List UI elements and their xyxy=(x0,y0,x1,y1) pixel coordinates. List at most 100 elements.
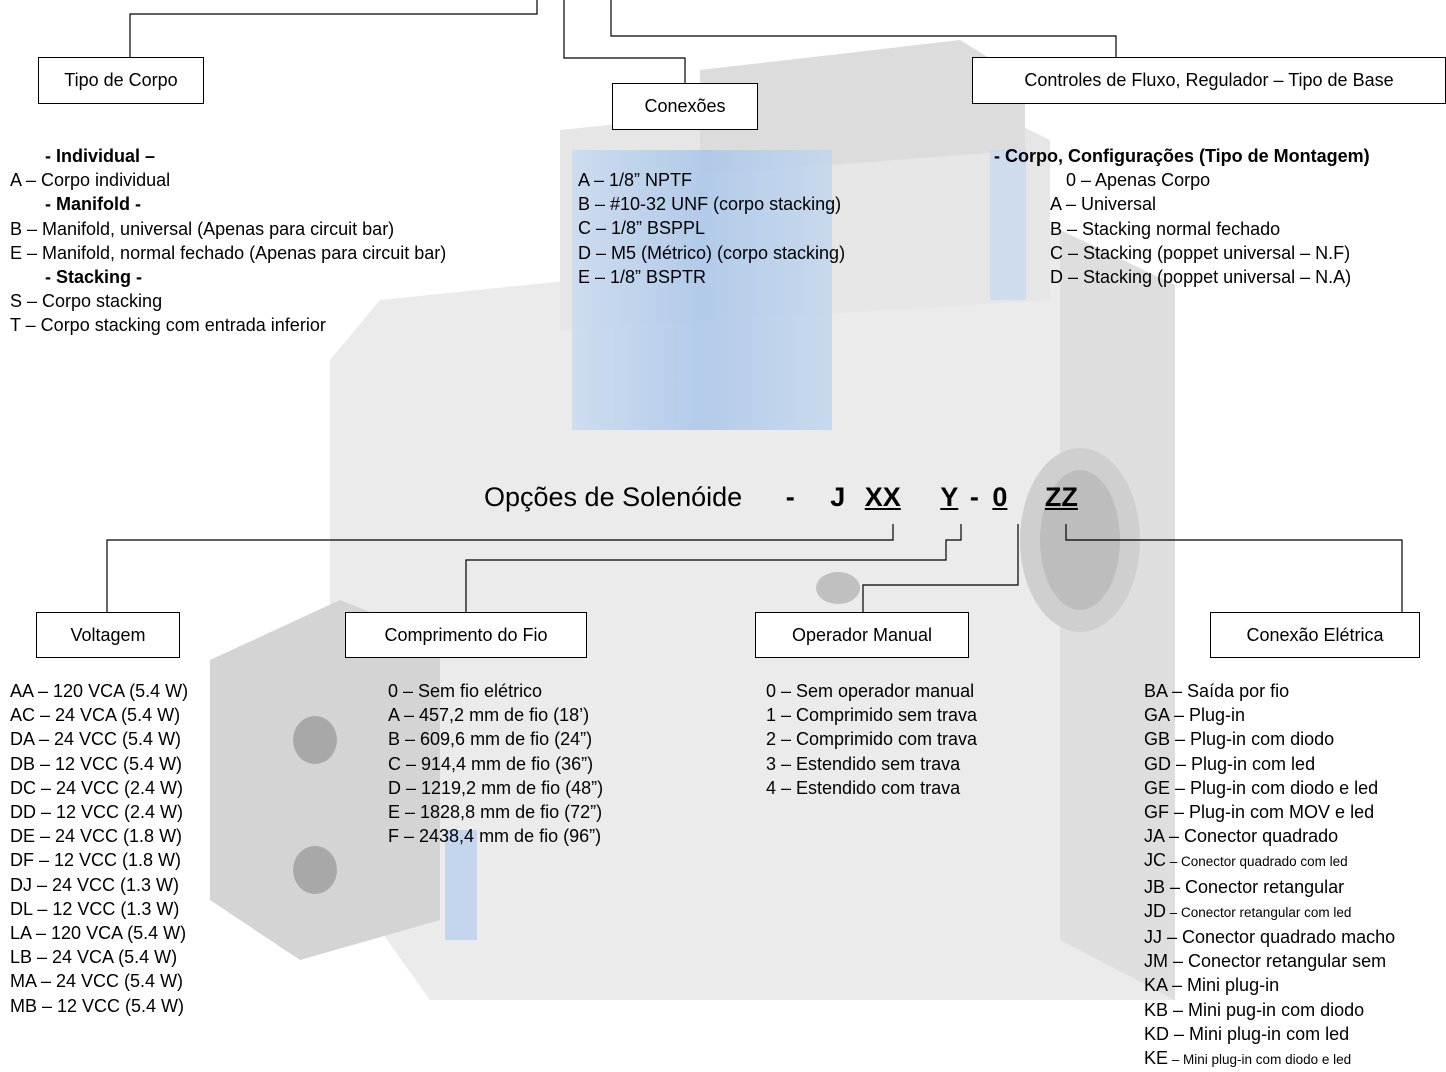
list-item-text: Saída por fio xyxy=(1187,681,1290,701)
list-item-text: Conector retangular com led xyxy=(1181,904,1352,920)
list-item-code: KA xyxy=(1144,975,1168,996)
tipo-corpo-list: - Individual – A – Corpo individual - Ma… xyxy=(10,144,446,338)
list-item-code: JM xyxy=(1144,951,1168,972)
solenoid-zz: ZZ xyxy=(1044,482,1078,512)
list-item: 0 – Sem operador manual xyxy=(766,681,975,701)
solenoid-xx: XX xyxy=(864,482,901,512)
list-item-code: KE xyxy=(1144,1048,1169,1069)
list-item: D – 1219,2 mm de fio (48”) xyxy=(388,777,604,798)
list-item-code: KB xyxy=(1144,999,1169,1020)
list-item: D – Stacking (poppet universal – N.A) xyxy=(1050,267,1352,288)
list-item-text: Conector retangular xyxy=(1185,876,1345,897)
list-item: B – Manifold, universal (Apenas para cir… xyxy=(10,218,395,239)
conexoes-list: A – 1/8” NPTF B – #10-32 UNF (corpo stac… xyxy=(578,168,845,289)
list-item: GF – Plug-in com MOV e led xyxy=(1144,802,1375,823)
list-item: DA – 24 VCC (5.4 W) xyxy=(10,729,182,750)
list-item: B – 609,6 mm de fio (24”) xyxy=(388,729,593,750)
list-item-code: GB xyxy=(1144,729,1171,750)
list-item: DC – 24 VCC (2.4 W) xyxy=(10,777,184,798)
list-item: JC – Conector quadrado com led xyxy=(1144,850,1348,871)
list-item-text: Conector quadrado com led xyxy=(1181,854,1348,870)
list-item: KE – Mini plug-in com diodo e led xyxy=(1144,1048,1352,1069)
solenoid-dash: - xyxy=(785,482,795,512)
list-item: JB – Conector retangular xyxy=(1144,876,1345,897)
list-item: E – 1/8” BSPTR xyxy=(578,266,707,287)
comprimento-list: 0 – Sem fio elétrico A – 457,2 mm de fio… xyxy=(388,679,603,848)
list-item: - Manifold - xyxy=(45,194,141,215)
voltagem-box: Voltagem xyxy=(36,612,180,658)
list-item: A – Corpo individual xyxy=(10,170,171,191)
list-item: 0 – Apenas Corpo xyxy=(1066,170,1211,191)
solenoid-y: Y xyxy=(940,482,959,512)
list-item: B – Stacking normal fechado xyxy=(1050,218,1281,239)
list-item-text: Conector quadrado xyxy=(1184,826,1339,847)
list-item: AA – 120 VCA (5.4 W) xyxy=(10,681,189,701)
list-item-text: Conector retangular sem xyxy=(1188,951,1387,972)
list-item-text: Plug-in xyxy=(1189,705,1246,726)
list-item: 1 – Comprimido sem trava xyxy=(766,705,978,726)
list-item-text: Plug-in com led xyxy=(1191,753,1316,774)
list-item-text: Conector quadrado macho xyxy=(1182,927,1396,948)
list-item: S – Corpo stacking xyxy=(10,291,163,312)
list-item: - Corpo, Configurações (Tipo de Montagem… xyxy=(994,146,1370,166)
list-item: D – M5 (Métrico) (corpo stacking) xyxy=(578,242,846,263)
list-item: DL – 12 VCC (1.3 W) xyxy=(10,898,180,919)
list-item-code: JD xyxy=(1144,900,1166,921)
list-item: LB – 24 VCA (5.4 W) xyxy=(10,947,178,968)
list-item: GE – Plug-in com diodo e led xyxy=(1144,777,1379,798)
conexoes-box: Conexões xyxy=(612,83,758,130)
list-item: JJ – Conector quadrado macho xyxy=(1144,927,1396,948)
list-item: T – Corpo stacking com entrada inferior xyxy=(10,315,326,336)
controles-box: Controles de Fluxo, Regulador – Tipo de … xyxy=(972,57,1446,104)
list-item-text: Mini plug-in com led xyxy=(1189,1023,1350,1044)
list-item: DJ – 24 VCC (1.3 W) xyxy=(10,874,180,895)
solenoid-code: Opções de Solenóide - J XX Y - 0 ZZ xyxy=(484,482,1078,513)
controles-list: - Corpo, Configurações (Tipo de Montagem… xyxy=(994,144,1370,289)
list-item: LA – 120 VCA (5.4 W) xyxy=(10,923,187,944)
list-item-code: BA xyxy=(1144,681,1168,701)
list-item-code: GF xyxy=(1144,802,1169,823)
list-item-text: Plug-in com diodo e led xyxy=(1190,777,1379,798)
list-item: B – #10-32 UNF (corpo stacking) xyxy=(578,194,842,215)
conexao-eletrica-box: Conexão Elétrica xyxy=(1210,612,1420,658)
list-item: 3 – Estendido sem trava xyxy=(766,753,961,774)
solenoid-title: Opções de Solenóide xyxy=(484,482,743,512)
voltagem-list: AA – 120 VCA (5.4 W) AC – 24 VCA (5.4 W)… xyxy=(10,679,188,1018)
list-item: DB – 12 VCC (5.4 W) xyxy=(10,753,183,774)
list-item-code: JC xyxy=(1144,850,1166,871)
list-item: E – 1828,8 mm de fio (72”) xyxy=(388,802,603,823)
list-item-code: JJ xyxy=(1144,927,1162,948)
list-item: GB – Plug-in com diodo xyxy=(1144,729,1335,750)
list-item: E – Manifold, normal fechado (Apenas par… xyxy=(10,242,447,263)
comprimento-box: Comprimento do Fio xyxy=(345,612,587,658)
list-item: JD – Conector retangular com led xyxy=(1144,900,1352,921)
list-item: C – 914,4 mm de fio (36”) xyxy=(388,753,594,774)
list-item: GA – Plug-in xyxy=(1144,705,1246,726)
list-item: 2 – Comprimido com trava xyxy=(766,729,978,750)
list-item: DE – 24 VCC (1.8 W) xyxy=(10,826,183,847)
list-item: A – 1/8” NPTF xyxy=(578,170,693,190)
list-item-text: Plug-in com diodo xyxy=(1190,729,1335,750)
list-item-code: JB xyxy=(1144,876,1166,897)
list-item: A – Universal xyxy=(1050,194,1157,215)
list-item-text: Plug-in com MOV e led xyxy=(1189,802,1375,823)
operador-list: 0 – Sem operador manual 1 – Comprimido s… xyxy=(766,679,977,800)
list-item-code: JA xyxy=(1144,826,1165,847)
list-item: GD – Plug-in com led xyxy=(1144,753,1316,774)
list-item: C – 1/8” BSPPL xyxy=(578,218,706,239)
list-item: - Stacking - xyxy=(45,267,143,288)
list-item-code: GE xyxy=(1144,777,1171,798)
list-item: - Individual – xyxy=(45,146,156,166)
list-item: 4 – Estendido com trava xyxy=(766,777,961,798)
list-item: A – 457,2 mm de fio (18’) xyxy=(388,705,590,726)
list-item: KA – Mini plug-in xyxy=(1144,975,1280,996)
list-item: F – 2438,4 mm de fio (96”) xyxy=(388,826,602,847)
list-item: AC – 24 VCA (5.4 W) xyxy=(10,705,181,726)
solenoid-zero: 0 xyxy=(992,482,1008,512)
list-item-text: Mini plug-in xyxy=(1187,975,1280,996)
list-item-text: Mini pug-in com diodo xyxy=(1188,999,1365,1020)
list-item: DF – 12 VCC (1.8 W) xyxy=(10,850,182,871)
